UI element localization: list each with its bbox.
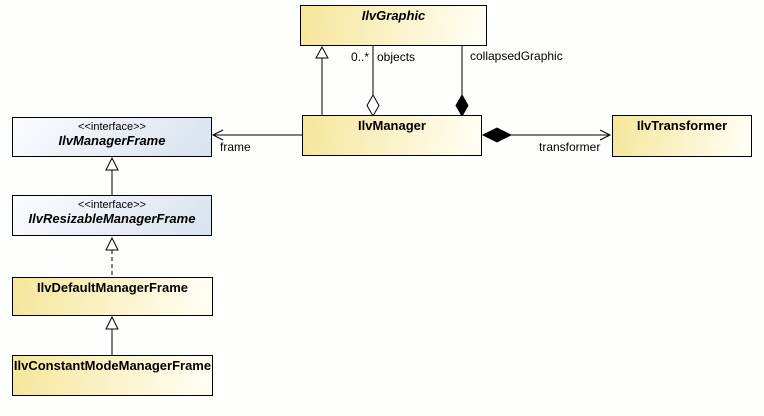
role-label-collapsedgraphic: collapsedGraphic bbox=[470, 49, 563, 63]
stereotype-label: <<interface>> bbox=[78, 199, 146, 211]
class-name: IlvResizableManagerFrame bbox=[28, 211, 196, 226]
stereotype-label: <<interface>> bbox=[78, 121, 146, 133]
filled-diamond-icon bbox=[455, 93, 469, 118]
class-box-ilvdefaultmanagerframe[interactable]: IlvDefaultManagerFrame bbox=[12, 277, 213, 316]
class-name: IlvConstantModeManagerFrame bbox=[13, 358, 212, 373]
inheritance-triangle-icon bbox=[105, 315, 119, 330]
filled-diamond-icon bbox=[481, 127, 513, 143]
multiplicity-label-objects: 0..* bbox=[350, 50, 369, 64]
class-box-ilvmanager[interactable]: IlvManager bbox=[302, 115, 482, 156]
open-arrowhead-icon bbox=[211, 129, 224, 141]
open-arrowhead-icon bbox=[599, 129, 612, 141]
inheritance-triangle-icon bbox=[105, 236, 119, 251]
class-name: IlvTransformer bbox=[636, 118, 728, 133]
interface-box-ilvresizablemanagerframe[interactable]: <<interface>> IlvResizableManagerFrame bbox=[12, 195, 212, 236]
class-box-ilvconstantmodemanagerframe[interactable]: IlvConstantModeManagerFrame bbox=[12, 355, 213, 396]
class-box-ilvgraphic[interactable]: IlvGraphic bbox=[300, 5, 487, 46]
role-label-transformer: transformer bbox=[539, 140, 601, 154]
inheritance-triangle-icon bbox=[315, 45, 329, 59]
hollow-diamond-icon bbox=[366, 93, 380, 118]
interface-box-ilvmanagerframe[interactable]: <<interface>> IlvManagerFrame bbox=[12, 117, 212, 157]
class-name: IlvGraphic bbox=[361, 8, 426, 23]
class-box-ilvtransformer[interactable]: IlvTransformer bbox=[612, 115, 752, 157]
class-name: IlvDefaultManagerFrame bbox=[37, 280, 188, 295]
role-label-frame: frame bbox=[220, 140, 251, 154]
class-name: IlvManager bbox=[358, 118, 426, 133]
role-label-objects: objects bbox=[377, 50, 416, 64]
class-name: IlvManagerFrame bbox=[58, 133, 166, 148]
inheritance-triangle-icon bbox=[105, 156, 119, 171]
